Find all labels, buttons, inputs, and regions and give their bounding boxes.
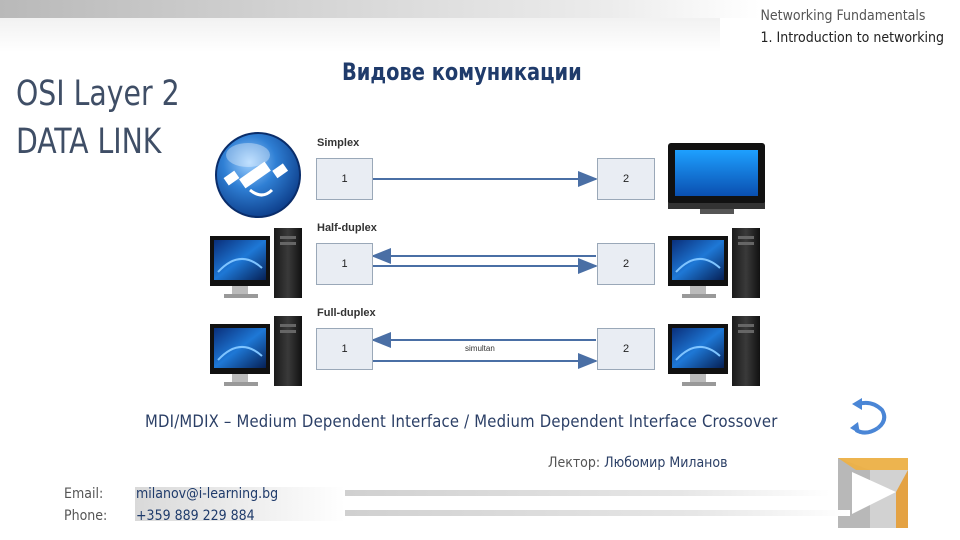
course-header: Networking Fundamentals 1. Introduction … (760, 5, 944, 49)
computer-icon (210, 316, 302, 386)
footer-band (135, 487, 345, 521)
lesson-title: 1. Introduction to networking (760, 30, 944, 46)
computer-icon (210, 228, 302, 298)
email-value: milanov@i-learning.bg (136, 486, 279, 502)
contact-labels: Email: Phone: (64, 483, 107, 527)
header-band (0, 0, 760, 18)
slide-title-line2: DATA LINK (16, 122, 162, 162)
slide-title-line1: OSI Layer 2 (16, 74, 180, 114)
simplex-node-2: 2 (597, 158, 655, 200)
lector-line: Лектор: Любомир Миланов (548, 455, 728, 471)
footer-line (330, 510, 850, 516)
lector-label: Лектор: (548, 455, 601, 471)
phone-value: +359 889 229 884 (136, 508, 255, 524)
half-duplex-node-2: 2 (597, 243, 655, 285)
phone-label: Phone: (64, 508, 108, 524)
half-duplex-node-1: 1 (316, 243, 373, 285)
simultan-label: simultan (465, 344, 495, 353)
email-label: Email: (64, 486, 104, 502)
contact-values: milanov@i-learning.bg +359 889 229 884 (136, 483, 278, 527)
simplex-node-1: 1 (316, 158, 373, 200)
mdix-caption: MDI/MDIX – Medium Dependent Interface / … (145, 412, 778, 431)
tv-icon (668, 143, 765, 214)
header-band-fade (0, 18, 720, 52)
play-logo-icon (838, 458, 908, 528)
slide-subtitle: Видове комуникации (342, 58, 582, 86)
simplex-label: Simplex (317, 137, 360, 149)
computer-icon (668, 316, 760, 386)
full-duplex-label: Full-duplex (317, 307, 376, 319)
course-title: Networking Fundamentals (760, 8, 926, 24)
footer-line (330, 490, 830, 496)
refresh-arrows-icon (850, 398, 887, 435)
full-duplex-node-2: 2 (597, 328, 655, 370)
half-duplex-label: Half-duplex (317, 222, 377, 234)
slide-title: OSI Layer 2 DATA LINK (16, 70, 180, 166)
computer-icon (668, 228, 760, 298)
satellite-globe-icon (215, 132, 301, 218)
lector-name: Любомир Миланов (604, 455, 728, 471)
full-duplex-node-1: 1 (316, 328, 373, 370)
